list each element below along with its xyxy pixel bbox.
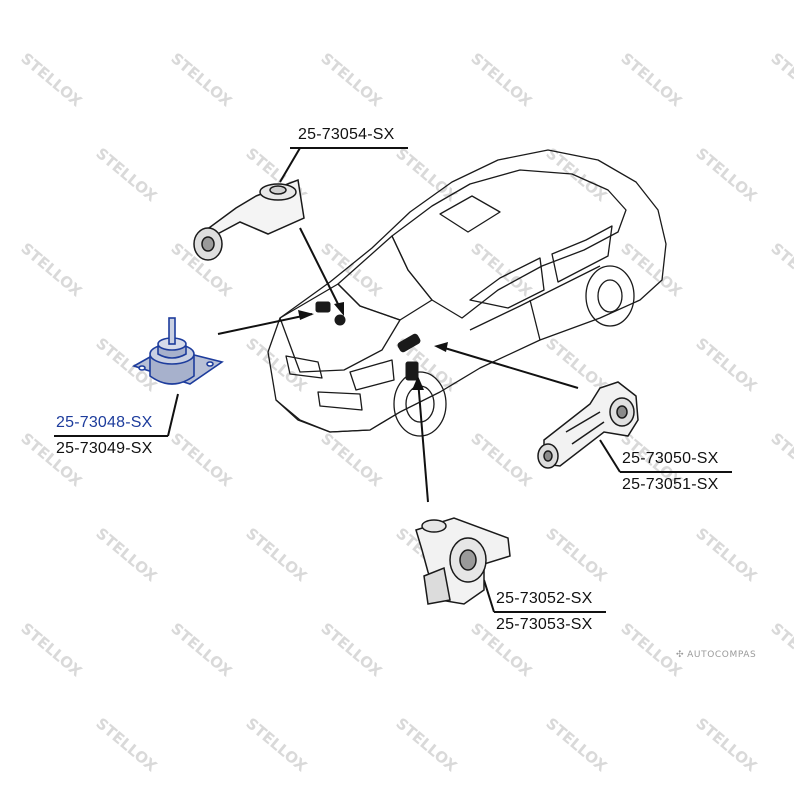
right-mount-part[interactable] [537, 381, 639, 469]
watermark-text: STELLOX [17, 239, 85, 300]
watermark-text: STELLOX [617, 49, 685, 110]
watermark-text: STELLOX [92, 524, 160, 585]
watermark-text: STELLOX [467, 239, 535, 300]
watermark-text: STELLOX [17, 49, 85, 110]
watermark-text: STELLOX [317, 239, 385, 300]
watermark-text: STELLOX [617, 239, 685, 300]
watermark-text: STELLOX [767, 239, 794, 300]
watermark-text: STELLOX [17, 619, 85, 680]
watermark-text: STELLOX [542, 334, 610, 395]
bottom-mount-part[interactable] [415, 517, 511, 605]
watermark-text: STELLOX [542, 524, 610, 585]
brand-text: AUTOCOMPAS [687, 650, 757, 660]
watermark-text: STELLOX [17, 429, 85, 490]
car-mount-markers [315, 301, 421, 381]
watermark-text: STELLOX [767, 429, 794, 490]
watermark-text: STELLOX [692, 334, 760, 395]
watermark-text: STELLOX [542, 714, 610, 775]
watermark-text: STELLOX [767, 619, 794, 680]
watermark-text: STELLOX [92, 144, 160, 205]
watermark-text: STELLOX [167, 619, 235, 680]
watermark-text: STELLOX [767, 49, 794, 110]
watermark-text: STELLOX [467, 49, 535, 110]
watermark-text: STELLOX [92, 714, 160, 775]
watermark-text: STELLOX [692, 524, 760, 585]
watermark-text: STELLOX [542, 144, 610, 205]
watermark-text: STELLOX [692, 714, 760, 775]
watermark-text: STELLOX [467, 429, 535, 490]
brand-watermark: ✣ AUTOCOMPAS [676, 650, 756, 660]
part-number-right-secondary[interactable]: 25-73051-SX [622, 476, 719, 493]
leader-lines [54, 147, 732, 613]
top-mount-part[interactable] [193, 178, 305, 261]
watermark-text: STELLOX [392, 144, 460, 205]
part-number-bottom-primary[interactable]: 25-73052-SX [496, 590, 593, 607]
left-mount-part[interactable] [132, 317, 224, 385]
part-number-right-primary[interactable]: 25-73050-SX [622, 450, 719, 467]
watermark-text: STELLOX [167, 429, 235, 490]
watermark-text: STELLOX [242, 334, 310, 395]
compass-icon: ✣ [676, 650, 685, 660]
watermark-text: STELLOX [692, 144, 760, 205]
watermark-text: STELLOX [317, 429, 385, 490]
part-number-left-primary[interactable]: 25-73048-SX [56, 414, 153, 431]
watermark-text: STELLOX [242, 714, 310, 775]
arrowheads [298, 302, 448, 390]
watermark-text: STELLOX [242, 524, 310, 585]
watermark-text: STELLOX [317, 49, 385, 110]
watermark-text: STELLOX [167, 49, 235, 110]
part-number-left-secondary[interactable]: 25-73049-SX [56, 440, 153, 457]
part-number-bottom-secondary[interactable]: 25-73053-SX [496, 616, 593, 633]
part-number-top[interactable]: 25-73054-SX [298, 126, 395, 143]
watermark-text: STELLOX [392, 714, 460, 775]
car-illustration [267, 149, 667, 437]
watermark-text: STELLOX [317, 619, 385, 680]
